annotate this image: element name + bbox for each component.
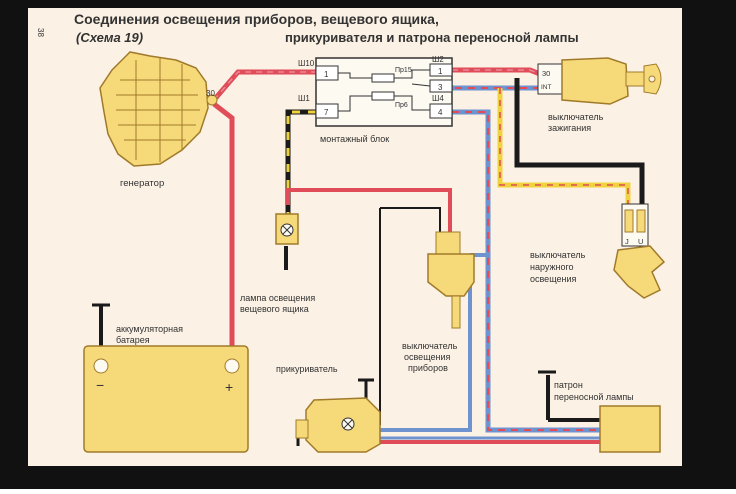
socket-label-1: патрон — [554, 380, 583, 390]
glovebox-lamp: лампа освещения вещевого ящика — [240, 213, 315, 314]
fuse-pr6 — [371, 91, 395, 101]
instrument-switch-top — [435, 231, 461, 255]
ignition-switch: 30 INT выключатель зажигания — [537, 57, 662, 133]
lighter-label: прикуриватель — [276, 364, 338, 374]
title-line1: Соединения освещения приборов, вещевого … — [74, 11, 439, 27]
portable-lamp-socket: патрон переносной лампы — [554, 380, 661, 453]
battery-terminal-minus — [93, 358, 109, 374]
wire-lamp-switch — [286, 188, 452, 235]
wire-block-pin4-stripe — [452, 111, 600, 431]
outdoor-switch-body — [613, 245, 666, 299]
outdoor-light-switch: J U выключатель наружного освещения — [530, 203, 666, 299]
block-trace-5 — [411, 83, 431, 87]
fuse-pr15-label: Пр15 — [395, 67, 412, 74]
outdoor-pin-j-label: J — [625, 237, 629, 246]
page-number: 38 — [36, 28, 45, 37]
ignition-terminal-30: 30 — [542, 69, 550, 78]
ignition-key-shaft — [625, 71, 645, 87]
instrument-label-1: выключатель — [402, 341, 458, 351]
fuse-pr15 — [371, 73, 395, 83]
lamp-label-2: вещевого ящика — [240, 304, 309, 314]
instrument-label-2: освещения — [404, 352, 450, 362]
lamp-label-1: лампа освещения — [240, 293, 315, 303]
battery-body — [83, 345, 249, 453]
mount-block-label: монтажный блок — [320, 134, 389, 144]
wire-generator-battery — [212, 102, 235, 360]
block-trace-2 — [338, 95, 372, 112]
battery-terminal-plus — [224, 358, 240, 374]
instrument-label-3: приборов — [408, 363, 448, 373]
socket-label-2: переносной лампы — [554, 392, 634, 402]
battery-plus-sign: + — [225, 379, 233, 395]
connector-sh1: Ш1 — [298, 94, 310, 103]
outdoor-label-1: выключатель — [530, 250, 586, 260]
connector-sh2: Ш2 — [432, 55, 444, 64]
generator-fins — [116, 58, 200, 162]
outdoor-switch-pin-u — [636, 209, 646, 233]
cigarette-lighter: прикуриватель — [276, 364, 381, 453]
pin-label-7: 7 — [324, 108, 329, 117]
generator: 30 генератор — [99, 51, 218, 189]
wire-ignition-switch-black — [514, 78, 645, 205]
block-trace-4 — [394, 95, 430, 111]
battery-label-1: аккумуляторная — [116, 324, 183, 334]
ignition-terminal-block — [537, 63, 563, 95]
wire-block-lamp-stripe — [286, 110, 316, 220]
ignition-label-1: выключатель — [548, 112, 604, 122]
socket-body — [599, 405, 661, 453]
outdoor-switch-pin-j — [624, 209, 634, 233]
outdoor-pin-u-label: U — [638, 237, 643, 246]
ignition-terminal-int: INT — [541, 84, 552, 91]
generator-label: генератор — [120, 178, 164, 189]
wires — [92, 67, 645, 446]
outdoor-label-3: освещения — [530, 274, 576, 284]
battery-minus-sign: − — [96, 377, 104, 393]
battery: − + аккумуляторная батарея — [83, 324, 249, 453]
wire-switch-lighter-blue — [380, 280, 472, 432]
battery-label-2: батарея — [116, 335, 150, 345]
wire-generator-block-stripe — [213, 71, 316, 101]
fuse-pr6-label: Пр6 — [395, 102, 408, 109]
ignition-switch-body — [561, 57, 629, 105]
lighter-knob — [295, 419, 309, 439]
generator-terminal — [206, 94, 218, 106]
wire-lighter-lead-b — [380, 207, 441, 232]
connector-sh4: Ш4 — [432, 94, 444, 103]
block-trace-1 — [338, 72, 372, 79]
instrument-light-switch: выключатель освещения приборов — [402, 231, 475, 373]
pin-label-r1: 1 — [438, 67, 443, 76]
generator-terminal-label: 30 — [206, 89, 215, 98]
block-trace-3 — [394, 69, 430, 79]
instrument-switch-body — [427, 253, 475, 297]
pin-label-r3: 3 — [438, 83, 443, 92]
mount-block: Ш10 Ш2 Ш1 Ш4 1 1 3 7 4 Пр15 Пр6 монтажны… — [298, 55, 453, 144]
outdoor-label-2: наружного — [530, 262, 574, 272]
ignition-label-2: зажигания — [548, 123, 591, 133]
pin-box-r4 — [429, 103, 453, 119]
pin-label-1: 1 — [324, 70, 329, 79]
pin-label-r4: 4 — [438, 108, 443, 117]
wire-block-switch-yellow-stripe — [499, 88, 629, 205]
instrument-switch-plunger — [451, 295, 461, 329]
connector-sh10: Ш10 — [298, 59, 315, 68]
title-scheme: (Схема 19) — [76, 30, 143, 45]
key-hole-icon — [648, 75, 656, 83]
wire-block-ignition30-stripe — [452, 69, 541, 75]
title-line2: прикуривателя и патрона переносной лампы — [285, 30, 579, 45]
